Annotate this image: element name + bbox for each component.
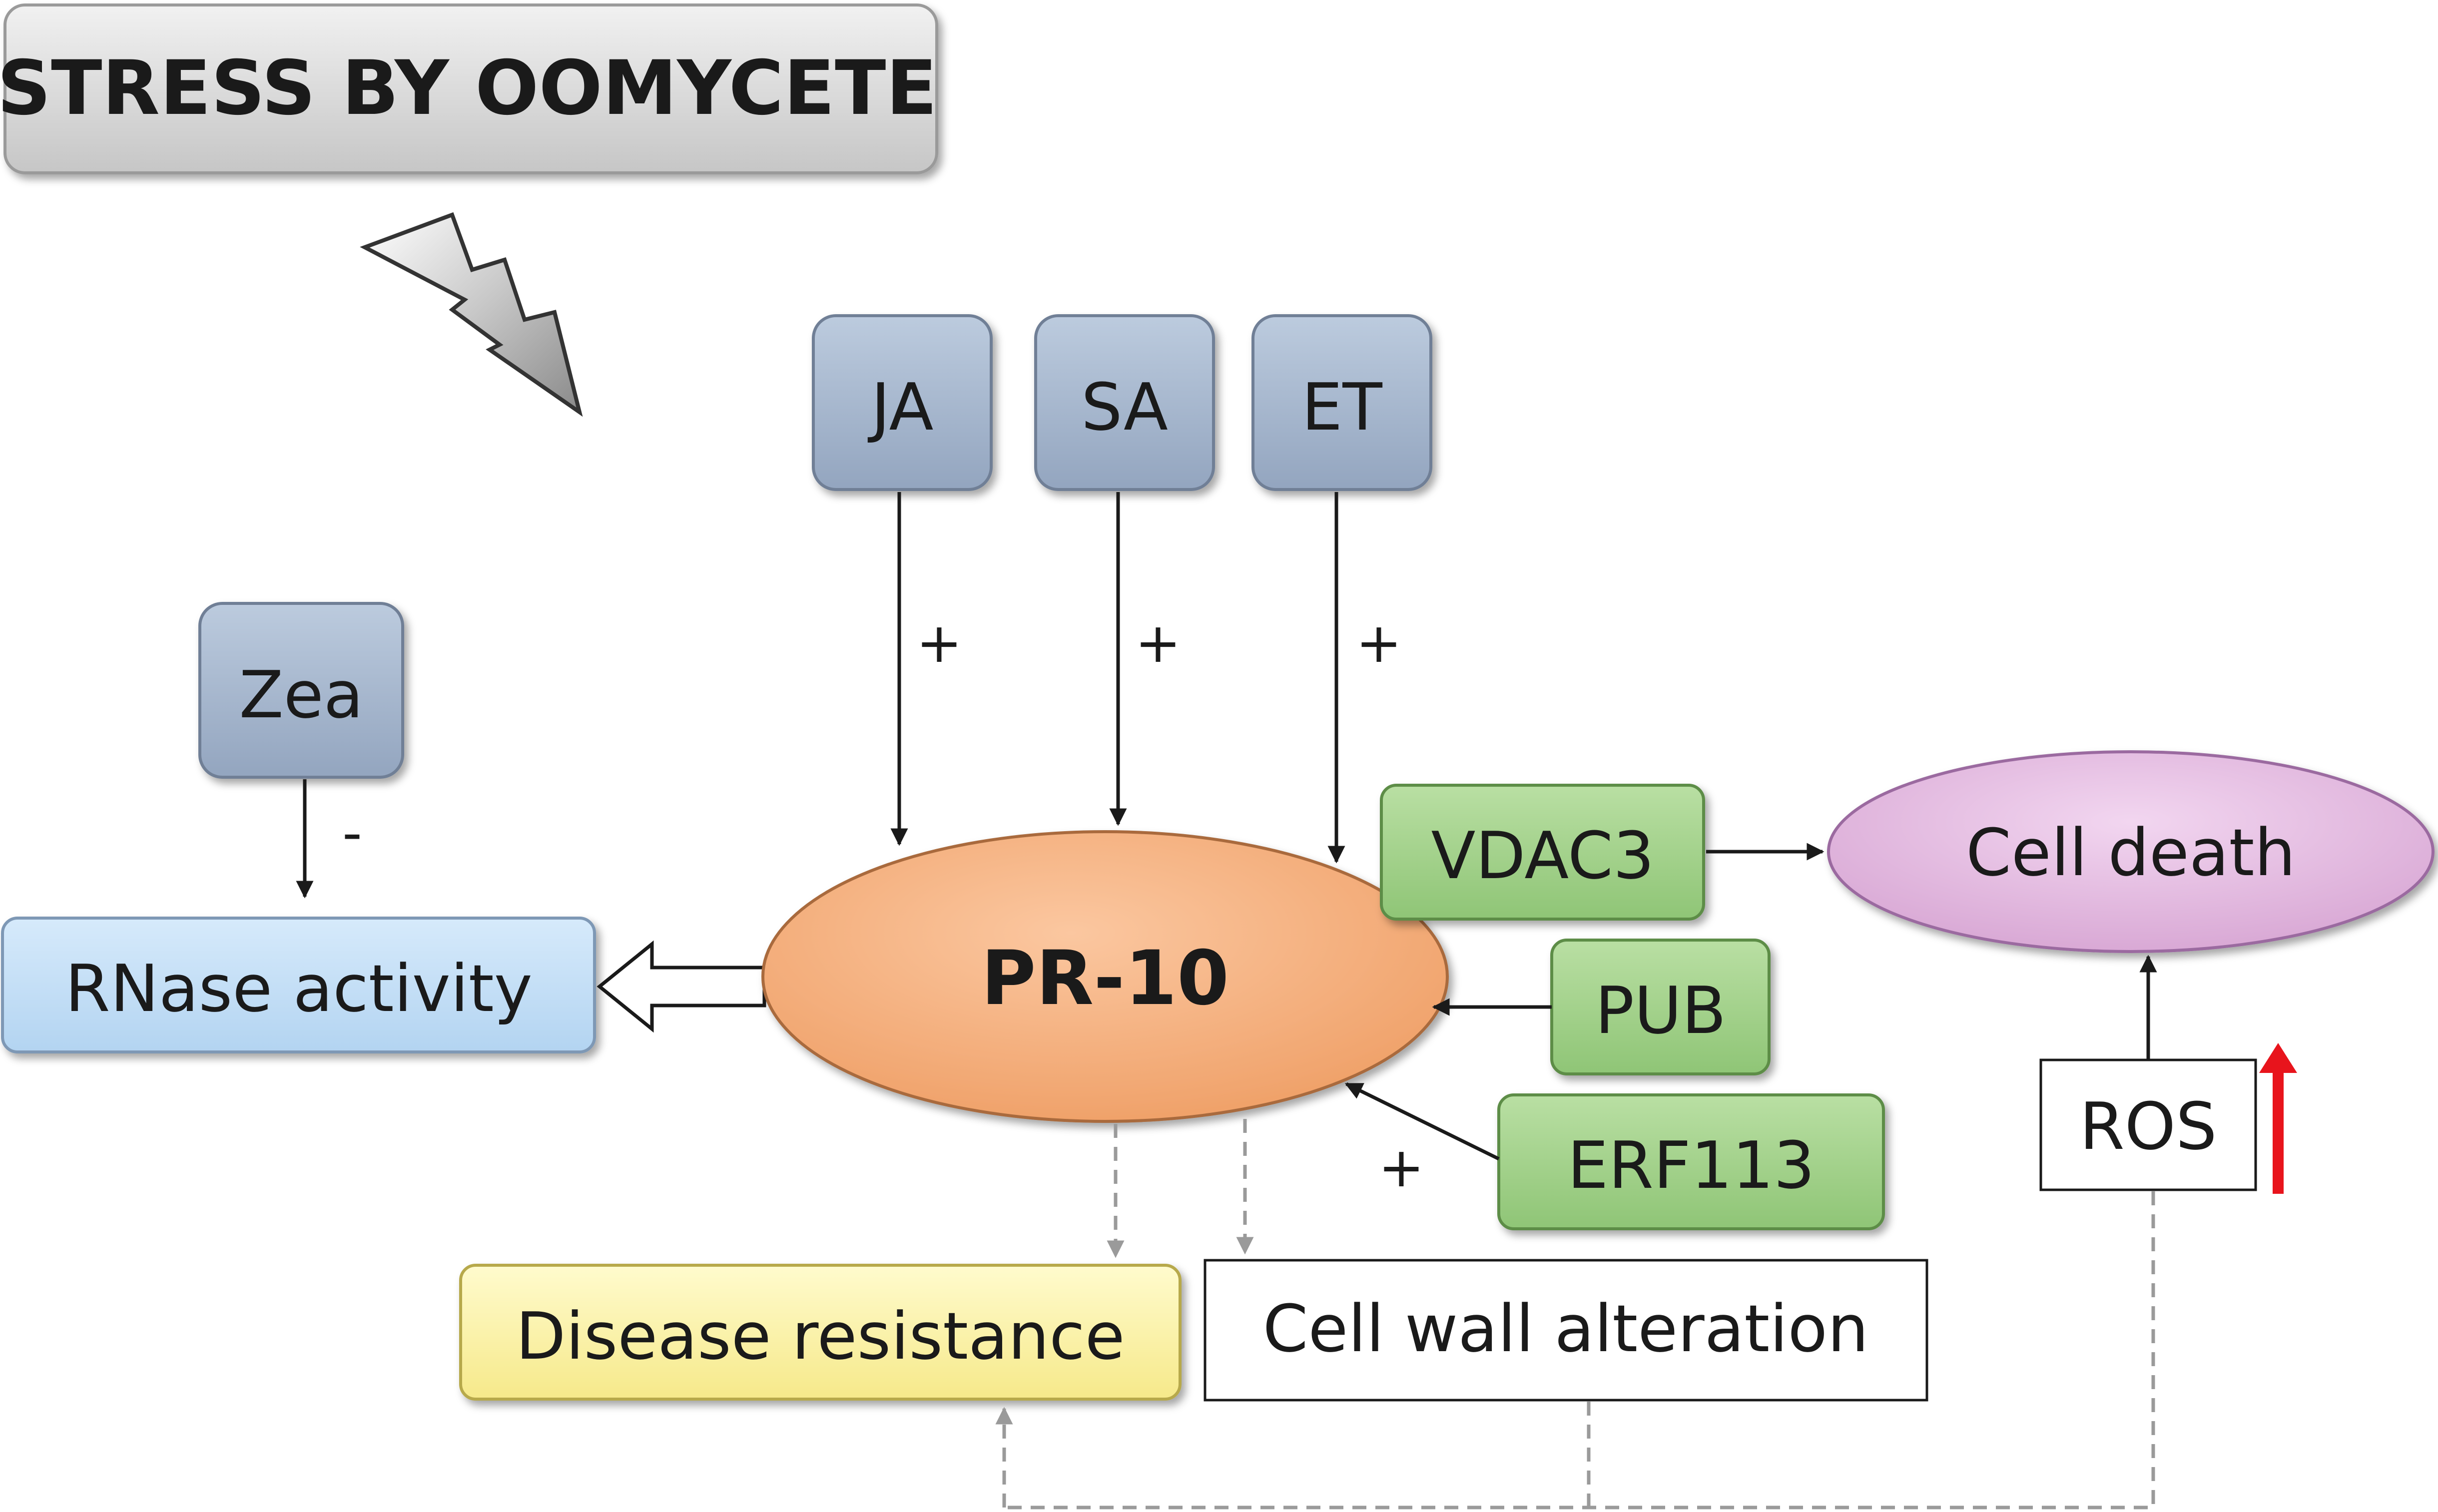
ros-label: ROS <box>2079 1088 2217 1164</box>
sa-box: SA <box>1034 314 1215 491</box>
et-box: ET <box>1251 314 1432 491</box>
lightning-bolt-icon <box>360 212 583 417</box>
erf113-plus-sign: + <box>1378 1135 1424 1199</box>
ja-box: JA <box>812 314 993 491</box>
up-arrow-icon <box>2259 1043 2297 1194</box>
cell-death-node: Cell death <box>1827 750 2435 953</box>
cell-wall-alteration-box: Cell wall alteration <box>1204 1259 1928 1402</box>
rnase-activity-box: RNase activity <box>1 917 596 1053</box>
zea-box: Zea <box>198 602 404 779</box>
sa-plus-sign: + <box>1135 611 1181 675</box>
erf113-label: ERF113 <box>1567 1127 1815 1203</box>
disease-resistance-box: Disease resistance <box>459 1264 1182 1401</box>
ros-feedback-dashed-line <box>1004 1191 2155 1510</box>
stress-title-box: STRESS BY OOMYCETE <box>0 3 938 174</box>
stress-title: STRESS BY OOMYCETE <box>0 45 937 132</box>
sa-label: SA <box>1081 369 1168 445</box>
pub-box: PUB <box>1550 939 1771 1075</box>
rnase-activity-label: RNase activity <box>65 951 532 1026</box>
vdac3-box: VDAC3 <box>1380 784 1705 921</box>
et-plus-sign: + <box>1356 611 1402 675</box>
ja-label: JA <box>868 369 934 445</box>
cell-wall-alteration-label: Cell wall alteration <box>1263 1291 1869 1367</box>
pr10-label: PR-10 <box>981 935 1229 1022</box>
erf113-box: ERF113 <box>1497 1093 1885 1230</box>
vdac3-label: VDAC3 <box>1431 818 1655 894</box>
pr10-node: PR-10 <box>761 830 1449 1123</box>
pr10-to-rnase-hollow-arrow <box>597 940 766 1033</box>
ja-plus-sign: + <box>916 611 962 675</box>
ros-box: ROS <box>2039 1058 2257 1191</box>
zea-minus-sign: - <box>342 801 362 865</box>
zea-label: Zea <box>239 657 364 733</box>
cell-death-label: Cell death <box>1966 815 2296 891</box>
erf113-to-pr10-arrow <box>1344 1082 1500 1161</box>
pub-label: PUB <box>1595 973 1727 1048</box>
et-label: ET <box>1301 369 1382 445</box>
disease-resistance-label: Disease resistance <box>516 1298 1125 1374</box>
